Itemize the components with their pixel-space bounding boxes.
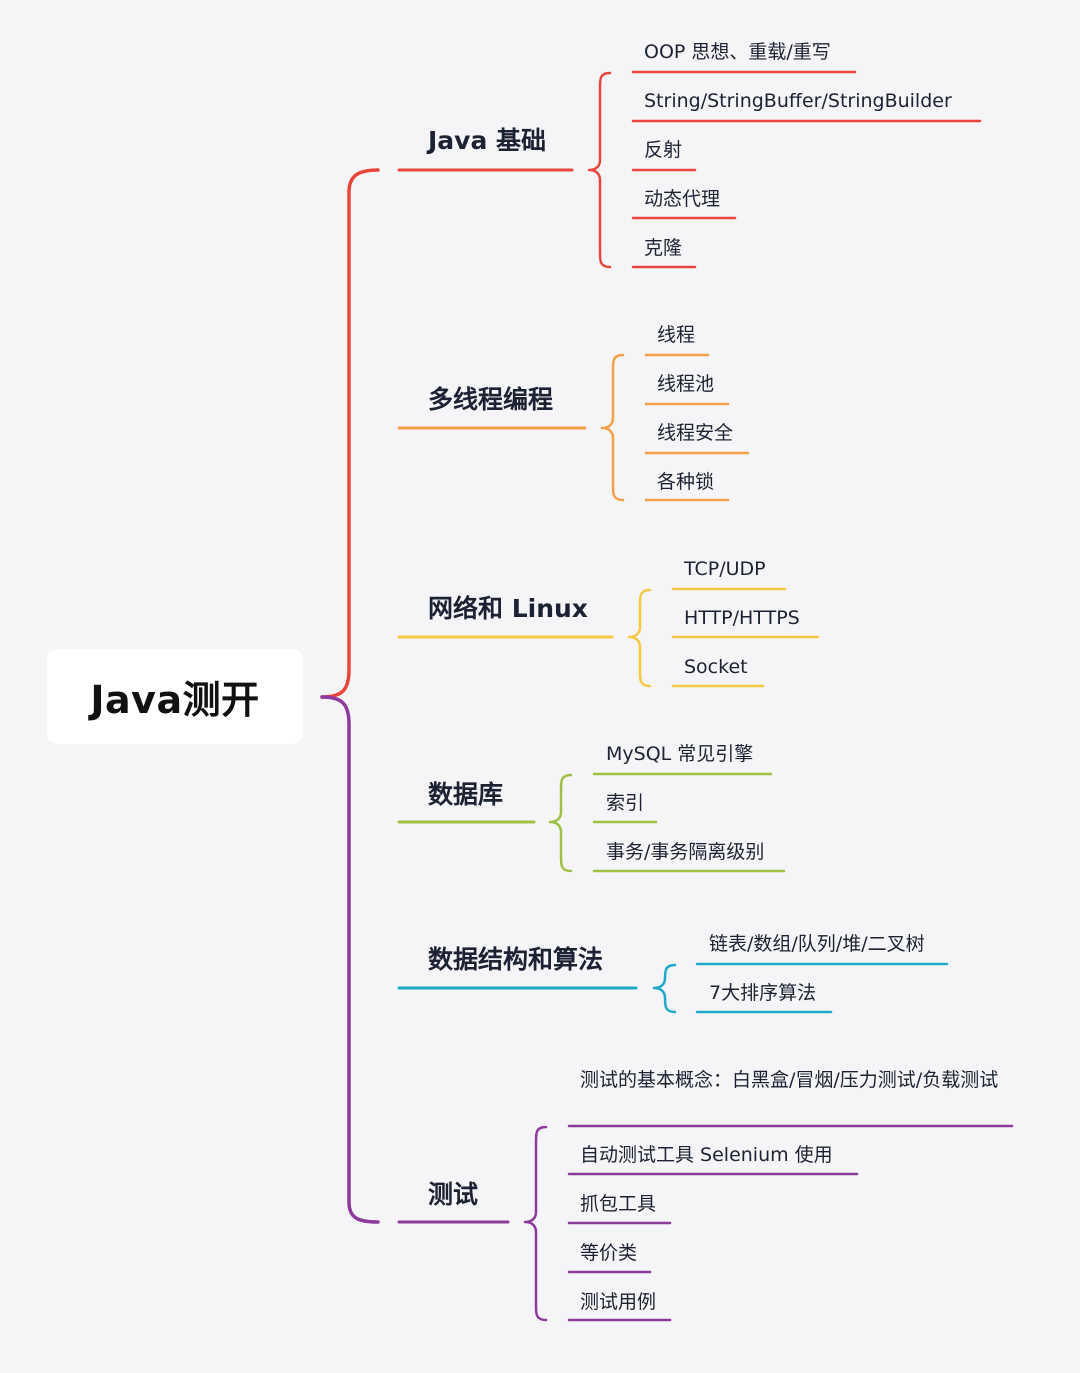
leaf-http-https[interactable]: HTTP/HTTPS [684,607,800,629]
leaf-brace-4 [652,963,677,1014]
leaf-transactions[interactable]: 事务/事务隔离级别 [606,841,765,863]
branch-testing[interactable]: 测试 [428,1180,479,1209]
leaf-packet-capture[interactable]: 抓包工具 [580,1193,657,1215]
leaf-thread-safety[interactable]: 线程安全 [657,422,734,444]
branch-java-basics[interactable]: Java 基础 [428,126,547,155]
root-label: Java测开 [90,678,260,722]
leaf-brace-3 [548,773,573,873]
branch-data-structures[interactable]: 数据结构和算法 [428,945,604,974]
leaf-locks[interactable]: 各种锁 [657,471,715,493]
leaf-test-cases[interactable]: 测试用例 [580,1291,657,1313]
leaf-clone[interactable]: 克隆 [644,237,683,259]
leaf-brace-1 [600,353,625,502]
leaf-thread[interactable]: 线程 [657,324,696,346]
leaf-dynamic-proxy[interactable]: 动态代理 [644,188,721,210]
branch-multithreading[interactable]: 多线程编程 [428,385,554,414]
leaf-testing-concepts[interactable]: 测试的基本概念：白黑盒/冒烟/压力测试/负载测试 [580,1069,999,1091]
root-brace-top [320,168,380,699]
leaf-sorting[interactable]: 7大排序算法 [709,982,817,1004]
leaf-data-structures[interactable]: 链表/数组/队列/堆/二叉树 [709,933,925,955]
leaf-reflection[interactable]: 反射 [644,139,683,161]
root-node[interactable]: Java测开 [47,649,303,744]
leaf-thread-pool[interactable]: 线程池 [657,373,715,395]
leaf-equivalence-class[interactable]: 等价类 [580,1242,638,1264]
leaf-brace-0 [587,71,612,269]
leaf-index[interactable]: 索引 [606,792,645,814]
leaf-brace-2 [627,588,652,688]
leaf-mysql-engines[interactable]: MySQL 常见引擎 [606,743,754,765]
leaf-string[interactable]: String/StringBuffer/StringBuilder [644,90,952,112]
leaf-brace-5 [523,1125,548,1322]
leaf-socket[interactable]: Socket [684,656,748,678]
branch-database[interactable]: 数据库 [428,780,504,809]
branch-network-linux[interactable]: 网络和 Linux [428,594,588,623]
leaf-tcp-udp[interactable]: TCP/UDP [684,558,766,580]
root-brace-bottom [320,695,380,1224]
leaf-selenium[interactable]: 自动测试工具 Selenium 使用 [580,1144,833,1166]
leaf-oop[interactable]: OOP 思想、重载/重写 [644,41,831,63]
